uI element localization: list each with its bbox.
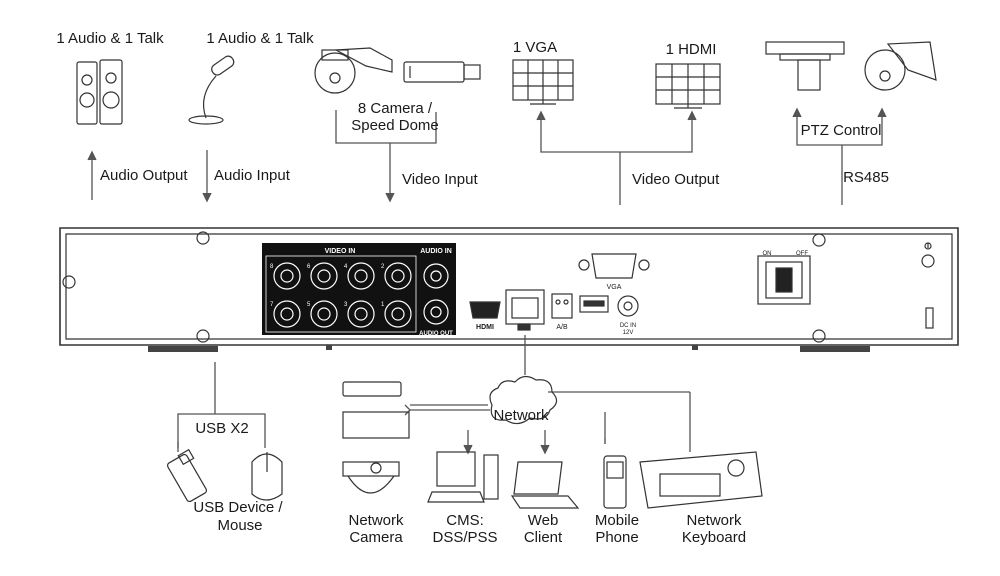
off-label: OFF (796, 251, 808, 257)
ab-port-label: A/B (556, 324, 568, 331)
bnc-3: 3 (344, 302, 348, 308)
usb-x2-label: USB X2 (195, 420, 249, 437)
bnc-2: 2 (381, 264, 385, 270)
vga-port (578, 253, 650, 279)
web-client-label-line2: Client (523, 529, 563, 546)
cms-label-line2: DSS/PSS (432, 529, 498, 546)
dc-in-label: DC IN (619, 323, 637, 329)
network-camera-icon (342, 381, 410, 494)
speed-dome-camera-icon (314, 47, 393, 94)
box-camera-icon (403, 61, 481, 83)
bnc-1: 1 (381, 302, 385, 308)
network-camera-label-line1: Network (348, 512, 404, 529)
video-input-label: Video Input (402, 171, 478, 188)
on-label: ON (762, 251, 772, 257)
web-client-label-line1: Web (527, 512, 559, 529)
bottom-connection-lines (177, 335, 691, 455)
audio-in-label: AUDIO IN (420, 248, 452, 255)
network-cloud-icon (489, 375, 558, 425)
speaker-icon (76, 59, 123, 125)
audio-talk-left-label: 1 Audio & 1 Talk (56, 30, 164, 47)
rs485-port (551, 293, 573, 319)
dvr-chassis (59, 227, 959, 352)
mobile-phone-icon (603, 438, 627, 509)
network-keyboard-label-line1: Network (686, 512, 742, 529)
audio-input-label: Audio Input (214, 167, 290, 184)
bnc-6: 6 (307, 264, 311, 270)
network-label: Network (493, 407, 549, 424)
video-in-block (262, 243, 456, 335)
bnc-8: 8 (270, 264, 274, 270)
vga-port-label: VGA (606, 284, 622, 291)
rs485-label: RS485 (843, 169, 889, 186)
cms-computer-icon (427, 451, 499, 503)
video-in-label: VIDEO IN (324, 248, 356, 255)
network-keyboard-label-line2: Keyboard (681, 529, 747, 546)
network-keyboard-icon (639, 451, 763, 509)
vga-monitor-icon (512, 59, 574, 105)
hdmi-port-label: HDMI (476, 324, 494, 331)
laptop-icon (510, 461, 580, 509)
network-camera-label-line2: Camera (349, 529, 403, 546)
hdmi-label: 1 HDMI (665, 41, 717, 58)
audio-out-label: AUDIO OUT (419, 331, 453, 337)
power-switch (757, 255, 811, 305)
audio-output-label: Audio Output (100, 167, 188, 184)
usb-device-label-line2: Mouse (217, 517, 263, 534)
audio-talk-right-label: 1 Audio & 1 Talk (206, 30, 314, 47)
bnc-7: 7 (270, 302, 274, 308)
usb-port (579, 295, 609, 313)
dc-in-port (617, 295, 639, 317)
dc-volt-label: 12V (622, 330, 634, 336)
hdmi-port (469, 301, 501, 319)
mouse-icon (251, 452, 283, 501)
top-connection-lines (87, 107, 887, 205)
usb-stick-icon (166, 448, 208, 503)
usb-device-label-line1: USB Device / (193, 499, 283, 516)
vga-label: 1 VGA (512, 39, 558, 56)
bnc-5: 5 (307, 302, 311, 308)
screw-icons (62, 231, 935, 343)
hdmi-monitor-icon (655, 63, 721, 109)
bnc-4: 4 (344, 264, 348, 270)
rj45-port (505, 289, 545, 331)
cms-label-line1: CMS: (446, 512, 484, 529)
latch (925, 307, 934, 329)
microphone-icon (188, 55, 235, 125)
camera-label-line1: 8 Camera / (357, 100, 433, 117)
mobile-phone-label-line1: Mobile (594, 512, 640, 529)
ground-icon (924, 242, 932, 250)
camera-label-line2: Speed Dome (351, 117, 439, 134)
mobile-phone-label-line2: Phone (595, 529, 639, 546)
ptz-camera-icon (765, 41, 937, 91)
ptz-control-label: PTZ Control (800, 122, 882, 139)
video-output-label: Video Output (632, 171, 720, 188)
